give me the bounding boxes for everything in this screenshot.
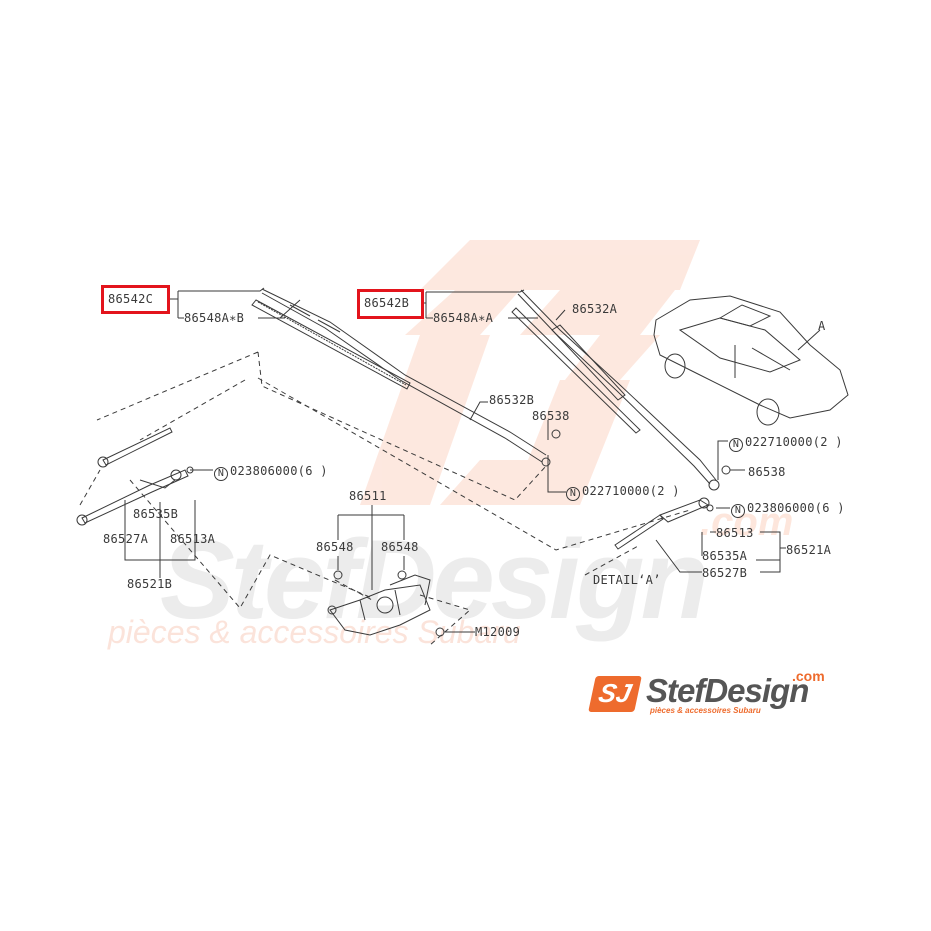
- part-label-86535A[interactable]: 86535A: [702, 549, 748, 563]
- leader-lines: [124, 287, 821, 633]
- part-label-86548-right[interactable]: 86548: [381, 540, 419, 554]
- part-label-86548-left[interactable]: 86548: [316, 540, 354, 554]
- part-label-86548A-B[interactable]: 86548A∗B: [184, 311, 245, 325]
- part-label-86532A[interactable]: 86532A: [572, 302, 618, 316]
- sj-monogram-icon: SJ: [588, 676, 642, 712]
- part-label-86548A-A[interactable]: 86548A∗A: [433, 311, 494, 325]
- brand-logo: SJ StefDesign .com pièces & accessoires …: [588, 668, 852, 722]
- part-label-86538-left[interactable]: 86538: [532, 409, 570, 423]
- part-label-86527A[interactable]: 86527A: [103, 532, 149, 546]
- part-label-86521B[interactable]: 86521B: [127, 577, 173, 591]
- watermark-brand: StefDesign: [160, 517, 709, 642]
- part-label-86535B[interactable]: 86535B: [133, 507, 179, 521]
- part-label-86542B[interactable]: 86542B: [364, 296, 410, 310]
- highlight-86542C[interactable]: [101, 285, 170, 314]
- left-wiper-blade: [251, 299, 411, 390]
- part-label-86538-right[interactable]: 86538: [748, 465, 786, 479]
- n-circle-icon: N: [566, 487, 580, 501]
- watermark-domain: .com: [700, 500, 794, 544]
- part-label-86532B[interactable]: 86532B: [489, 393, 535, 407]
- n-circle-icon: N: [731, 504, 745, 518]
- linkage-dashed-lines: [79, 351, 691, 646]
- part-label-86513A[interactable]: 86513A: [170, 532, 216, 546]
- part-label-86511[interactable]: 86511: [349, 489, 387, 503]
- logo-domain: .com: [792, 668, 825, 684]
- left-linkage: [76, 427, 189, 526]
- detail-marker-A: A: [818, 319, 826, 333]
- wiper-motor: [327, 574, 431, 636]
- n-circle-icon: N: [729, 438, 743, 452]
- nut-icons: [186, 429, 731, 637]
- detail-a-caption: DETAIL‘A’: [593, 573, 661, 587]
- logo-tagline: pièces & accessoires Subaru: [650, 706, 761, 715]
- right-wiper-arm: [517, 289, 720, 491]
- logo-name: StefDesign: [646, 672, 809, 709]
- part-label-M12009[interactable]: M12009: [475, 625, 521, 639]
- part-label-86513[interactable]: 86513: [716, 526, 754, 540]
- n-circle-icon: N: [214, 467, 228, 481]
- part-label-86521A[interactable]: 86521A: [786, 543, 832, 557]
- part-label-86527B[interactable]: 86527B: [702, 566, 748, 580]
- car-illustration: [653, 295, 849, 426]
- detail-a-linkage: [614, 497, 710, 550]
- right-wiper-blade: [511, 307, 641, 434]
- part-label-86542C[interactable]: 86542C: [108, 292, 154, 306]
- left-wiper-arm: [261, 288, 551, 467]
- highlight-86542B[interactable]: [357, 289, 424, 319]
